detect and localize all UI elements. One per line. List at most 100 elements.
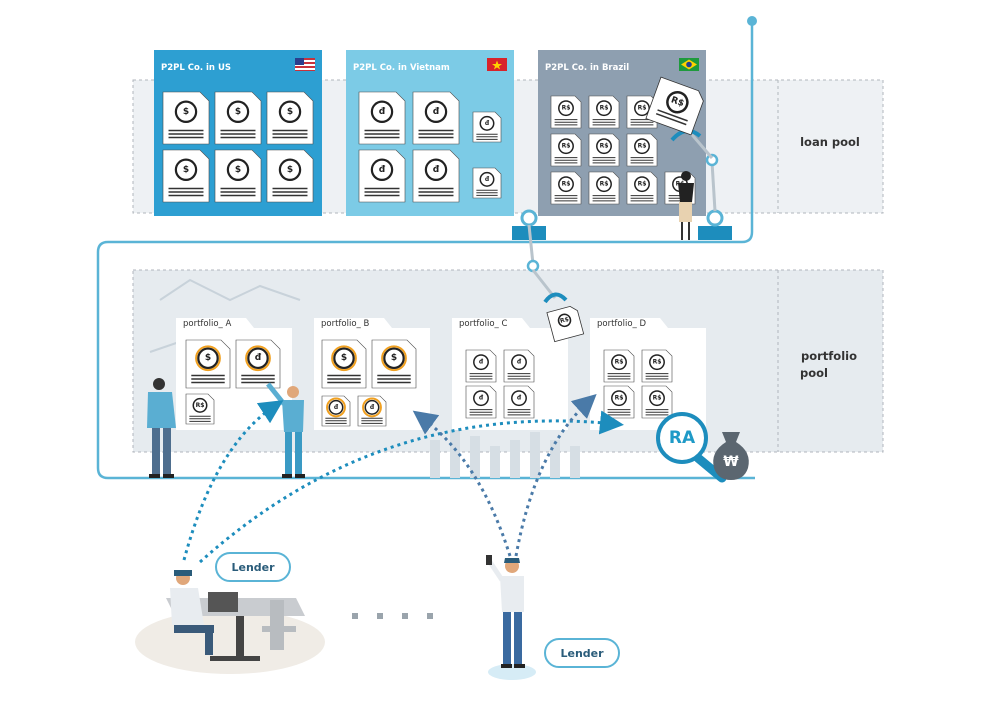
analyst-person xyxy=(678,171,694,240)
lender-standing-person xyxy=(486,555,536,680)
lender-label-1-badge: Lender xyxy=(215,552,291,582)
currency-glyph: R$ xyxy=(615,395,624,402)
currency-glyph: R$ xyxy=(600,143,609,150)
loan-document-icon: $ xyxy=(266,91,314,145)
brazil-arm: R$ xyxy=(645,76,732,240)
vietnam-loan-documents: đ đ đ đ đ đ xyxy=(358,91,502,203)
currency-glyph: R$ xyxy=(653,359,662,366)
loan-document-icon: đ xyxy=(321,395,351,427)
portfolio-c-title: portfolio_ C xyxy=(459,319,507,329)
currency-glyph: R$ xyxy=(615,359,624,366)
loan-document-icon: đ xyxy=(465,349,497,383)
selection-arm: R$ xyxy=(512,209,585,343)
loan-document-icon: R$ xyxy=(641,349,673,383)
currency-glyph: đ xyxy=(479,395,484,402)
portfolio-d-title: portfolio_ D xyxy=(597,319,646,329)
currency-glyph: đ xyxy=(433,165,440,175)
currency-glyph: R$ xyxy=(600,181,609,188)
portfolio-pool-label-line2: pool xyxy=(800,366,828,380)
currency-glyph: đ xyxy=(517,359,522,366)
loan-document-icon: R$ xyxy=(603,349,635,383)
ra-label: RA xyxy=(669,428,696,448)
loan-document-icon: R$ xyxy=(588,133,620,167)
portfolio-b-title: portfolio_ B xyxy=(321,319,369,329)
lender-arrows xyxy=(182,393,624,564)
lender-label-2: Lender xyxy=(560,647,604,660)
loan-document-icon: $ xyxy=(371,339,417,389)
us-company-title: P2PL Co. in US xyxy=(161,63,231,73)
loan-document-icon: đ xyxy=(465,385,497,419)
loan-document-icon: R$ xyxy=(550,95,582,129)
loan-document-icon: R$ xyxy=(641,385,673,419)
currency-glyph: $ xyxy=(341,353,347,363)
loan-document-icon: R$ xyxy=(550,171,582,205)
loan-document-icon: R$ xyxy=(588,171,620,205)
loan-document-icon: $ xyxy=(162,91,210,145)
moving-document-glyph: R$ xyxy=(559,316,569,325)
currency-glyph: $ xyxy=(287,107,293,117)
us-flag-icon xyxy=(295,58,315,71)
currency-glyph: R$ xyxy=(562,181,571,188)
loan-document-icon: $ xyxy=(162,149,210,203)
vietnam-flag-icon xyxy=(487,58,507,71)
currency-glyph: $ xyxy=(235,165,241,175)
loan-document-icon: R$ xyxy=(185,393,215,425)
vietnam-company-panel: P2PL Co. in Vietnam đ đ đ đ đ đ xyxy=(346,50,514,216)
currency-glyph: đ xyxy=(479,359,484,366)
currency-glyph: R$ xyxy=(638,143,647,150)
ra-magnifier-icon: RA xyxy=(656,412,727,483)
loan-document-icon: đ xyxy=(472,167,502,199)
portfolio-pool-label-line1: portfolio xyxy=(801,349,857,363)
loan-document-icon: R$ xyxy=(626,133,658,167)
currency-glyph: đ xyxy=(485,120,490,127)
currency-glyph: đ xyxy=(485,176,490,183)
currency-glyph: đ xyxy=(517,395,522,402)
loan-document-icon: $ xyxy=(214,149,262,203)
loan-document-icon: R$ xyxy=(626,171,658,205)
currency-glyph: đ xyxy=(334,404,339,411)
currency-glyph: đ xyxy=(370,404,375,411)
loan-document-icon: $ xyxy=(185,339,231,389)
loan-document-icon: R$ xyxy=(550,133,582,167)
connector-line xyxy=(96,16,757,480)
currency-glyph: đ xyxy=(255,353,262,363)
loan-document-icon: đ xyxy=(358,91,406,145)
brazil-lifted-document-glyph: R$ xyxy=(669,95,685,109)
us-company-panel: P2PL Co. in US $ $ $ $ $ $ xyxy=(154,50,322,216)
loan-document-icon: đ xyxy=(235,339,281,389)
loan-document-icon: R$ xyxy=(603,385,635,419)
loan-document-icon: đ xyxy=(472,111,502,143)
currency-glyph: R$ xyxy=(562,105,571,112)
vietnam-company-title: P2PL Co. in Vietnam xyxy=(353,63,450,73)
currency-glyph: đ xyxy=(379,165,386,175)
currency-glyph: R$ xyxy=(196,402,205,409)
lender-desk-scene xyxy=(135,570,325,674)
currency-glyph: R$ xyxy=(562,143,571,150)
loan-document-icon: đ xyxy=(412,91,460,145)
currency-glyph: $ xyxy=(391,353,397,363)
brazil-flag-icon xyxy=(679,58,699,71)
us-loan-documents: $ $ $ $ $ $ xyxy=(162,91,314,203)
loan-document-icon: $ xyxy=(214,91,262,145)
investor-person-1 xyxy=(147,378,176,478)
loan-document-icon: đ xyxy=(503,385,535,419)
currency-glyph: $ xyxy=(183,165,189,175)
currency-glyph: R$ xyxy=(638,105,647,112)
currency-glyph: $ xyxy=(183,107,189,117)
loan-document-icon: $ xyxy=(266,149,314,203)
loan-document-icon: đ xyxy=(357,395,387,427)
currency-glyph: $ xyxy=(235,107,241,117)
money-bag-icon: ₩ xyxy=(713,432,749,480)
currency-glyph: đ xyxy=(379,107,386,117)
currency-glyph: R$ xyxy=(653,395,662,402)
brazil-company-title: P2PL Co. in Brazil xyxy=(545,63,629,73)
loan-document-icon: đ xyxy=(358,149,406,203)
loan-pool-label: loan pool xyxy=(800,135,860,149)
loan-document-icon: $ xyxy=(321,339,367,389)
lender-label-2-badge: Lender xyxy=(544,638,620,668)
currency-glyph: $ xyxy=(287,165,293,175)
currency-glyph: đ xyxy=(433,107,440,117)
currency-glyph: $ xyxy=(205,353,211,363)
won-symbol: ₩ xyxy=(723,454,739,470)
